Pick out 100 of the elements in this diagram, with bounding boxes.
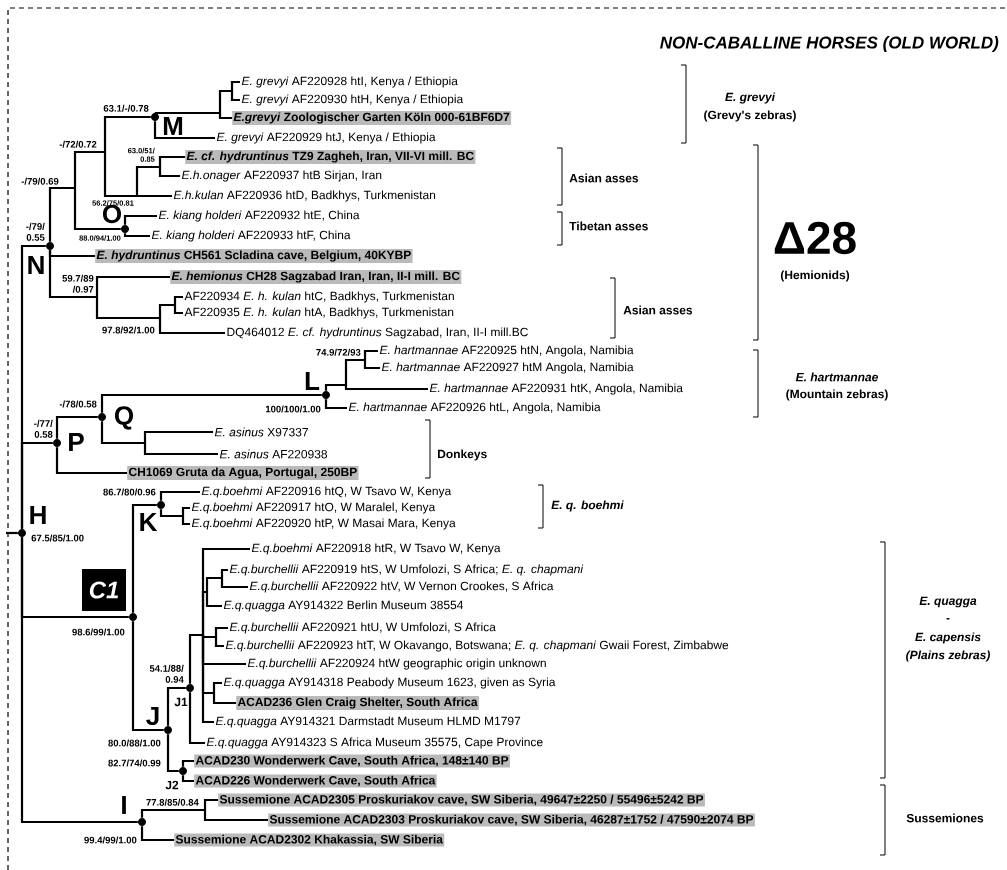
tree-branch — [344, 385, 428, 391]
tree-branch — [205, 592, 222, 608]
tree-branch — [201, 635, 214, 724]
taxon-label: E. grevyi AF220930 htH, Kenya / Ethiopia — [241, 94, 464, 106]
group-label: Asian asses — [623, 305, 693, 315]
tree-branch — [55, 447, 127, 475]
tree-branch — [6, 531, 18, 535]
support-value: 63.1/-/0.78 — [103, 104, 149, 112]
highlighted-taxon-label: Sussemione ACAD2305 Proskuriakov cave, SW Siberia, 49647±2250 / 55496±5242 BP — [218, 793, 705, 807]
tree-branch — [135, 165, 160, 196]
highlighted-taxon-label: ACAD230 Wonderwerk Cave, South Africa, 148±140 BP — [194, 754, 510, 768]
clade-letter: J — [146, 706, 159, 726]
taxon-label: E.q.quagga AY914322 Berlin Museum 38554 — [223, 600, 464, 612]
tree-branch — [181, 775, 194, 783]
group-label: (Plains zebras) — [906, 650, 990, 662]
clade-letter: K — [140, 513, 158, 531]
clade-letter: Q — [114, 406, 134, 430]
clade-letter: H — [30, 506, 46, 524]
title: NON-CABALLINE HORSES (OLD WORLD) — [660, 36, 999, 52]
highlighted-taxon-label: E. hemionus CH28 Sagzabad Iran, Iran, II-I mill. BC — [170, 270, 462, 284]
tree-branch — [173, 295, 183, 305]
taxon-label: E.q.burchellii AF220922 htV, W Vernon Crookes, S Africa — [249, 581, 554, 593]
tree-branch — [48, 186, 75, 242]
tree-branch — [201, 590, 207, 635]
tree-branch — [159, 490, 200, 501]
group-label: E. hartmannae — [795, 372, 878, 382]
tree-branch — [20, 441, 53, 529]
tree-branch — [188, 692, 205, 745]
tree-branch — [20, 537, 138, 824]
support-value: 82.7/74/0.99 — [108, 759, 161, 767]
clade-letter: J2 — [165, 780, 179, 790]
tree-branch — [201, 634, 216, 639]
taxon-label: E.q.burchellii AF220921 htU, W Umfolozi, S Africa — [229, 622, 496, 634]
taxon-label: E. kiang holderi AF220933 htF, China — [151, 230, 351, 242]
clade-letter: O — [102, 204, 122, 224]
group-label: Asian asses — [569, 173, 639, 183]
tree-branch — [158, 155, 185, 167]
tree-branch — [158, 318, 225, 335]
clade-letter: P — [69, 433, 84, 451]
taxon-label: E.q.quagga AY914321 Darmstadt Museum HLMD M1797 — [215, 716, 521, 728]
support-value: -/79/ 0.55 — [26, 222, 45, 241]
tree-branch — [230, 91, 240, 102]
tree-branch — [131, 503, 157, 613]
tree-branch — [123, 214, 157, 225]
tree-branch — [324, 399, 347, 410]
tree-branch — [103, 152, 137, 198]
tree-branch — [220, 568, 228, 578]
taxon-label: E. asinus X97337 — [214, 427, 308, 437]
clade-letter: N — [28, 256, 44, 274]
tree-branch — [153, 121, 215, 140]
tree-branch — [218, 89, 232, 113]
highlighted-taxon-label: E. cf. hydruntinus TZ9 Zagheh, Iran, VII-VI mill. BC — [185, 150, 476, 164]
tree-branch — [181, 759, 194, 767]
tree-branch — [203, 798, 218, 810]
tree-branch — [218, 113, 232, 120]
taxon-label: E.q.quagga AY914318 Peabody Museum 1623, given as Syria — [223, 677, 556, 689]
highlighted-taxon-label: CH1069 Gruta da Agua, Portugal, 250BP — [127, 466, 359, 480]
tree-branch — [123, 233, 150, 238]
clade-letter: M — [163, 117, 183, 135]
tree-branch — [173, 305, 183, 315]
taxon-label: E.h.kulan AF220936 htD, Badkhys, Turkmenistan — [173, 190, 436, 202]
taxon-label: E. asinus AF220938 — [219, 449, 328, 459]
tree-branch — [103, 115, 151, 152]
tree-branch — [344, 358, 365, 385]
taxon-label: E.q.boehmi AF220916 htQ, W Tsavo W, Kenya — [201, 486, 452, 498]
tree-branch — [158, 303, 175, 318]
tree-branch — [214, 626, 228, 637]
support-value: 54.1/88/ 0.94 — [149, 664, 184, 683]
tree-branch — [55, 415, 98, 439]
tree-branch — [203, 810, 268, 822]
tree-branch — [100, 421, 145, 445]
group-label: (Mountain zebras) — [786, 389, 888, 401]
group-label: - — [946, 618, 950, 620]
tree-branch — [205, 576, 222, 592]
taxon-label: E.q.boehmi AF220917 htO, W Maralel, Kenya — [191, 502, 436, 514]
clade-badge: C1 — [82, 569, 126, 611]
support-value: -/78/0.58 — [59, 400, 97, 408]
support-value: 99.4/99/1.00 — [84, 836, 137, 844]
taxon-label: E.q.boehmi AF220918 htR, W Tsavo W, Kenya — [251, 543, 501, 555]
tree-branch — [363, 349, 378, 360]
support-value: 100/100/1.00 — [265, 405, 321, 413]
tree-branch — [166, 734, 179, 773]
highlighted-taxon-label: ACAD226 Wonderwerk Cave, South Africa — [194, 774, 437, 788]
support-value: -/79/0.69 — [21, 177, 59, 185]
group-label: E. quagga — [919, 596, 977, 608]
tree-branch — [73, 150, 105, 188]
support-value: 86.7/80/0.96 — [103, 488, 156, 496]
group-label: (Grevy's zebras) — [704, 110, 796, 122]
taxon-label: E. hartmannae AF220925 htN, Angola, Namibia — [379, 345, 634, 357]
group-label: E. capensis — [915, 632, 981, 644]
tree-branch — [166, 686, 186, 726]
support-value: 77.8/85/0.84 — [146, 798, 199, 806]
tree-branch — [188, 633, 203, 684]
taxon-label: E. grevyi AF220928 htI, Kenya / Ethiopia — [241, 76, 458, 88]
group-label: Tibetan asses — [569, 221, 648, 231]
tree-branch — [48, 250, 97, 299]
clade-letter: J1 — [174, 697, 188, 707]
tree-branch — [100, 393, 322, 413]
group-label: Donkeys — [438, 449, 487, 461]
tree-branch — [181, 516, 190, 526]
